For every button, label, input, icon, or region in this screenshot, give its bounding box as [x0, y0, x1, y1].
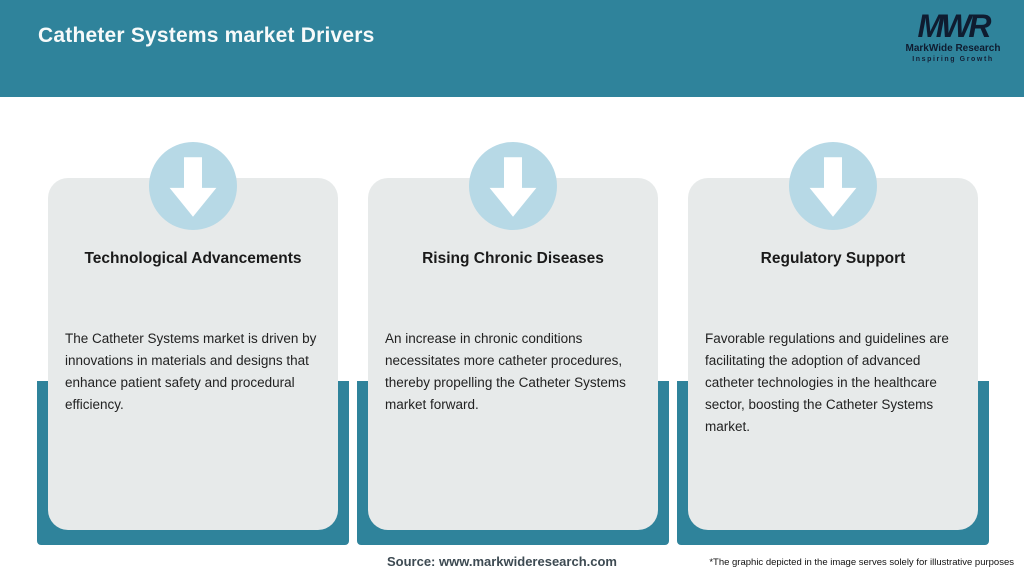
page-title: Catheter Systems market Drivers — [38, 24, 375, 47]
card-title: Regulatory Support — [760, 250, 906, 267]
card-body-text: The Catheter Systems market is driven by… — [65, 331, 317, 412]
driver-card-rising-chronic-diseases: Rising Chronic Diseases An increase in c… — [357, 142, 669, 552]
driver-card-technological-advancements: Technological Advancements The Catheter … — [37, 142, 349, 552]
down-arrow-icon — [789, 142, 877, 230]
card-panel — [48, 178, 338, 530]
logo-monogram-icon: MWR — [917, 8, 992, 44]
card-title: Technological Advancements — [84, 250, 302, 267]
down-arrow-icon — [469, 142, 557, 230]
card-panel — [368, 178, 658, 530]
markwide-research-logo: MWR MarkWide Research Inspiring Growth — [898, 10, 1008, 63]
card-body-text: Favorable regulations and guidelines are… — [705, 331, 949, 434]
source-attribution: Source: www.markwideresearch.com — [386, 554, 617, 569]
logo-company-name: MarkWide Research — [905, 43, 1001, 54]
disclaimer-note: *The graphic depicted in the image serve… — [709, 557, 1014, 568]
down-arrow-icon — [149, 142, 237, 230]
driver-card-regulatory-support: Regulatory Support Favorable regulations… — [677, 142, 989, 552]
card-body-text: An increase in chronic conditions necess… — [385, 331, 626, 412]
header-band: Catheter Systems market Drivers MWR Mark… — [0, 0, 1024, 97]
card-panel — [688, 178, 978, 530]
card-title: Rising Chronic Diseases — [422, 250, 604, 267]
logo-tagline: Inspiring Growth — [912, 56, 994, 63]
